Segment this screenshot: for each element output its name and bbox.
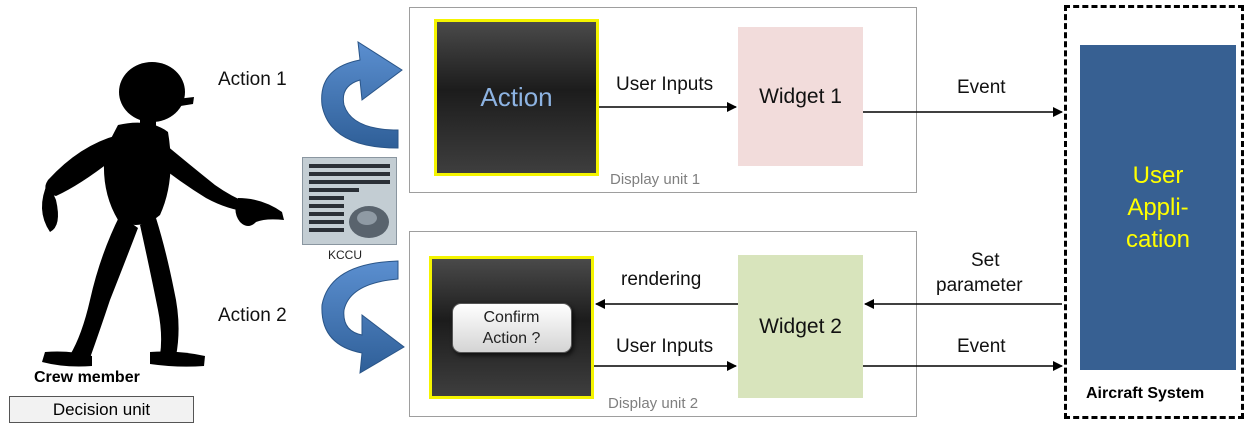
aircraft-system-boundary (1064, 5, 1244, 419)
event-2-label: Event (957, 336, 1006, 357)
parameter-label: parameter (936, 275, 1023, 296)
widget-1[interactable]: Widget 1 (738, 27, 863, 166)
confirm-line-1: Confirm (483, 308, 540, 326)
confirm-line-2: Action ? (482, 329, 541, 347)
action-box-label: Action (480, 82, 553, 112)
app-line-3: cation (1125, 225, 1191, 253)
display-unit-2-caption: Display unit 2 (608, 395, 699, 412)
aircraft-system-label: Aircraft System (1086, 385, 1205, 402)
widget-2-label: Widget 2 (759, 314, 842, 338)
action-2-label: Action 2 (218, 305, 287, 326)
app-line-2: Appli- (1127, 193, 1189, 221)
app-line-1: User (1132, 161, 1184, 189)
set-label: Set (971, 250, 1000, 271)
kccu-keyboard-image (302, 157, 397, 245)
user-application-box: User Appli- cation (1080, 45, 1236, 370)
display-unit-1-caption: Display unit 1 (610, 171, 701, 188)
rendering-label: rendering (621, 269, 702, 290)
action-1-label: Action 1 (218, 69, 287, 90)
user-inputs-2-label: User Inputs (616, 336, 714, 357)
widget-1-label: Widget 1 (759, 84, 842, 108)
action-box-1[interactable]: Action (434, 19, 599, 176)
kccu-label: KCCU (328, 248, 363, 262)
widget-2[interactable]: Widget 2 (738, 255, 863, 398)
action-2-curved-arrow (321, 260, 405, 374)
crew-member-figure (41, 62, 284, 367)
event-1-label: Event (957, 77, 1006, 98)
confirm-action-box: Confirm Action ? (429, 256, 594, 399)
action-1-curved-arrow (321, 41, 403, 149)
crew-member-label: Crew member (34, 369, 140, 386)
user-inputs-1-label: User Inputs (616, 74, 714, 95)
confirm-action-button[interactable]: Confirm Action ? (451, 302, 572, 353)
